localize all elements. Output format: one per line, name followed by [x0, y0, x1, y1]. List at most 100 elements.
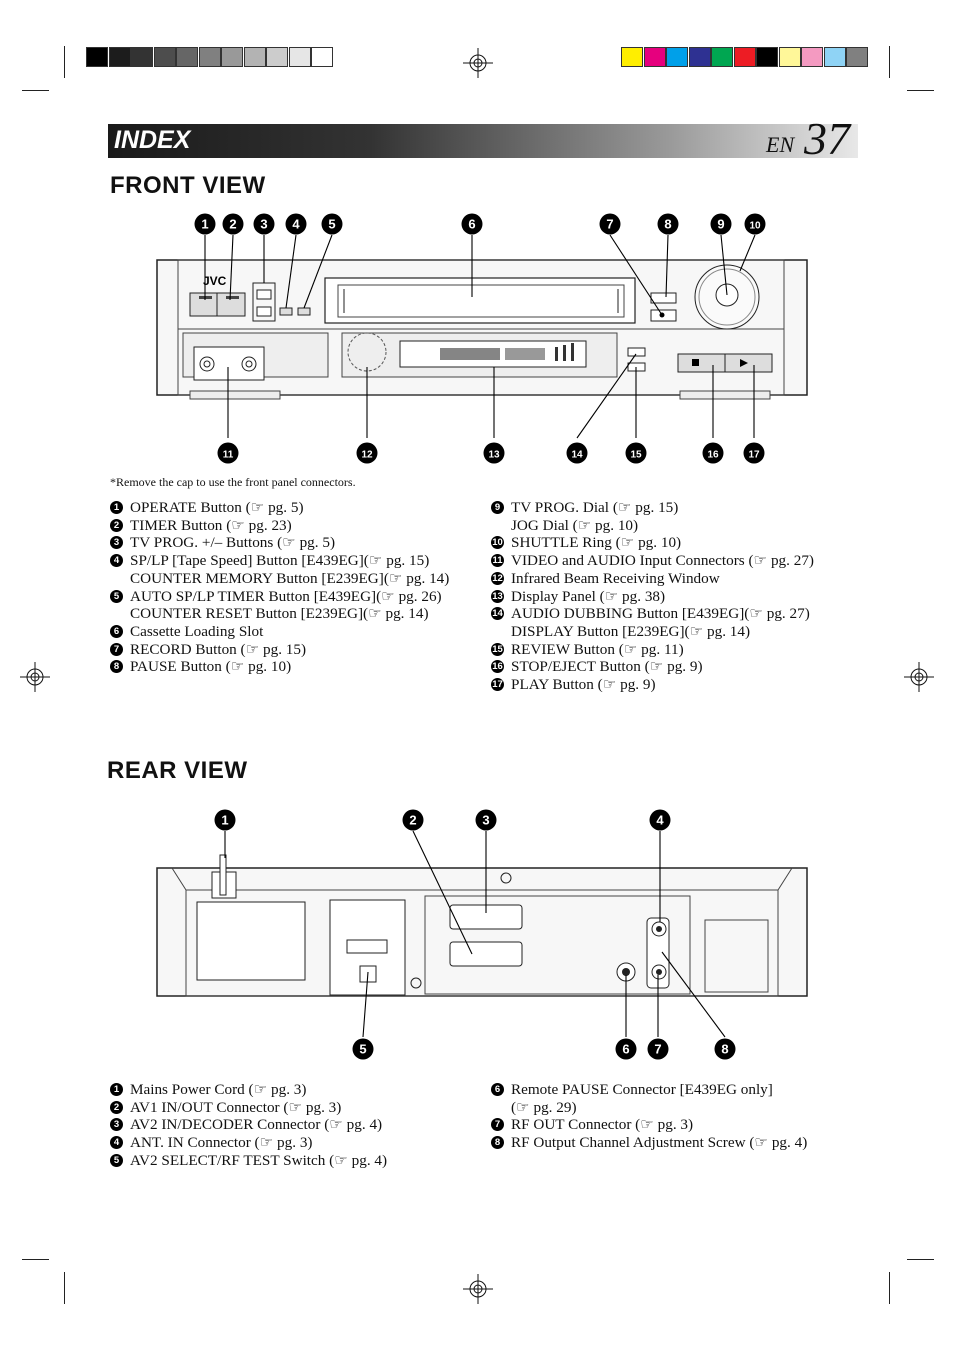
brand-logo: JVC [203, 274, 227, 288]
index-list-item: 7 RF OUT Connector (☞ pg. 3) [491, 1116, 807, 1134]
callout-number: 6 [491, 1083, 504, 1096]
color-swatch [801, 47, 823, 67]
item-text: TV PROG. +/– Buttons (☞ pg. 5) [130, 534, 336, 552]
callout-4: 4 [285, 213, 307, 235]
item-text: PLAY Button (☞ pg. 9) [511, 676, 656, 694]
item-text: AUTO SP/LP TIMER Button [E439EG](☞ pg. 2… [130, 587, 442, 605]
callout-1: 1 [194, 213, 216, 235]
item-text: PAUSE Button (☞ pg. 10) [130, 658, 292, 676]
rear-view-list-left: 1 Mains Power Cord (☞ pg. 3) 2 AV1 IN/OUT C… [110, 1081, 387, 1170]
callout-number: 11 [491, 554, 504, 568]
item-text: AV2 IN/DECODER Connector (☞ pg. 4) [130, 1116, 383, 1134]
callout-6: 6 [615, 1038, 637, 1060]
callout-2: 2 [402, 809, 424, 831]
item-text: TIMER Button (☞ pg. 23) [130, 516, 292, 534]
item-text: AV1 IN/OUT Connector (☞ pg. 3) [130, 1098, 342, 1116]
color-swatch [221, 47, 243, 67]
svg-text:12: 12 [361, 450, 373, 461]
svg-text:11: 11 [223, 450, 234, 461]
callout-15: 15 [625, 442, 647, 464]
index-list-item: 17 PLAY Button (☞ pg. 9) [491, 676, 814, 694]
item-text: STOP/EJECT Button (☞ pg. 9) [511, 658, 703, 676]
callout-number: 17 [491, 678, 504, 692]
callout-number: 12 [491, 571, 504, 585]
svg-text:8: 8 [664, 217, 671, 232]
callout-number: 2 [110, 1100, 123, 1114]
callout-number: 15 [491, 642, 504, 656]
item-text: OPERATE Button (☞ pg. 5) [130, 499, 304, 516]
svg-text:4: 4 [656, 813, 664, 828]
callout-number: 13 [491, 589, 504, 603]
callout-number: 4 [110, 554, 123, 568]
color-swatch [688, 47, 711, 67]
header-bar [108, 124, 858, 158]
item-text: SHUTTLE Ring (☞ pg. 10) [511, 534, 682, 552]
item-text: VIDEO and AUDIO Input Connectors (☞ pg. … [511, 552, 814, 570]
callout-3: 3 [253, 213, 275, 235]
color-swatch [288, 47, 311, 67]
svg-text:15: 15 [630, 450, 642, 461]
color-swatch [846, 47, 868, 67]
svg-text:1: 1 [201, 217, 208, 232]
item-text: ANT. IN Connector (☞ pg. 3) [130, 1134, 313, 1152]
page-number: 37 [804, 113, 850, 164]
color-swatch [621, 47, 643, 67]
callout-14: 14 [566, 442, 588, 464]
item-text: REVIEW Button (☞ pg. 11) [511, 640, 684, 658]
callout-17: 17 [743, 442, 765, 464]
svg-text:2: 2 [409, 813, 416, 828]
front-view-diagram: JVC [156, 213, 808, 464]
callout-5: 5 [352, 1038, 374, 1060]
color-swatch [666, 47, 688, 67]
color-swatch [153, 47, 176, 67]
index-list-item: 3 AV2 IN/DECODER Connector (☞ pg. 4) [110, 1116, 387, 1134]
callout-8: 8 [657, 213, 679, 235]
callout-13: 13 [483, 442, 505, 464]
color-swatch [266, 47, 288, 67]
item-text: Mains Power Cord (☞ pg. 3) [130, 1081, 307, 1098]
callout-number: 8 [110, 660, 123, 674]
index-list-item: 7 RECORD Button (☞ pg. 15) [110, 641, 449, 659]
item-text: RF OUT Connector (☞ pg. 3) [511, 1116, 694, 1134]
item-text: RECORD Button (☞ pg. 15) [130, 640, 307, 658]
front-view-heading: FRONT VIEW [110, 172, 266, 199]
callout-12: 12 [356, 442, 378, 464]
callout-number: 3 [110, 1118, 123, 1132]
index-list-item: 1 Mains Power Cord (☞ pg. 3) [110, 1081, 387, 1099]
color-swatch [131, 47, 153, 67]
color-swatch [86, 47, 108, 67]
callout-number: 8 [491, 1136, 504, 1150]
color-swatch [108, 47, 131, 67]
callout-number: 7 [110, 642, 123, 656]
callout-number: 1 [110, 1083, 123, 1096]
item-text-continued: JOG Dial (☞ pg. 10) [511, 516, 639, 534]
svg-text:3: 3 [260, 217, 267, 232]
svg-text:13: 13 [488, 450, 500, 461]
callout-5: 5 [321, 213, 343, 235]
rear-view-heading: REAR VIEW [107, 757, 248, 784]
callout-16: 16 [702, 442, 724, 464]
svg-text:7: 7 [606, 217, 613, 232]
callout-4: 4 [649, 809, 671, 831]
callout-1: 1 [214, 809, 236, 831]
callout-number: 14 [491, 607, 504, 621]
index-list-item: 1 OPERATE Button (☞ pg. 5) [110, 499, 449, 517]
item-text: TV PROG. Dial (☞ pg. 15) [511, 499, 679, 516]
callout-number: 5 [110, 589, 123, 603]
callout-9: 9 [710, 213, 732, 235]
callout-number: 1 [110, 501, 123, 514]
registration-mark-top [463, 48, 493, 78]
svg-text:16: 16 [707, 450, 719, 461]
callout-number: 7 [491, 1118, 504, 1132]
item-text-continued: COUNTER MEMORY Button [E239EG](☞ pg. 14) [130, 569, 450, 587]
front-panel-note: *Remove the cap to use the front panel c… [110, 475, 356, 489]
index-list-item: 8 PAUSE Button (☞ pg. 10) [110, 658, 449, 676]
color-swatch [643, 47, 666, 67]
item-text: Cassette Loading Slot [130, 622, 264, 640]
